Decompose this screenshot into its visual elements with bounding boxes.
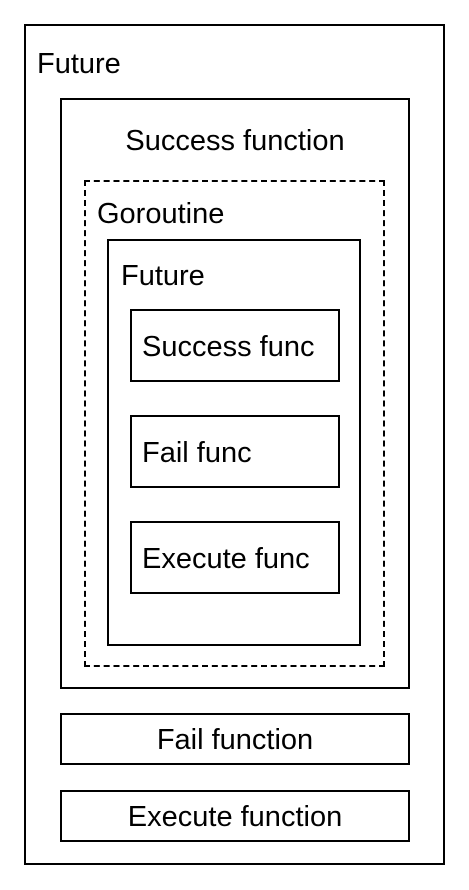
outer-future-label: Future [37, 48, 121, 80]
execute-func-label: Execute func [142, 543, 310, 575]
success-func-box: Success func [130, 309, 340, 382]
execute-function-box: Execute function [60, 790, 410, 842]
fail-function-label: Fail function [156, 724, 314, 756]
success-func-label: Success func [142, 331, 315, 363]
inner-future-label: Future [121, 260, 205, 292]
fail-func-label: Fail func [142, 437, 252, 469]
success-function-label: Success function [125, 125, 345, 157]
execute-func-box: Execute func [130, 521, 340, 594]
fail-function-box: Fail function [60, 713, 410, 765]
fail-func-box: Fail func [130, 415, 340, 488]
goroutine-label: Goroutine [97, 198, 225, 230]
execute-function-label: Execute function [127, 801, 343, 833]
